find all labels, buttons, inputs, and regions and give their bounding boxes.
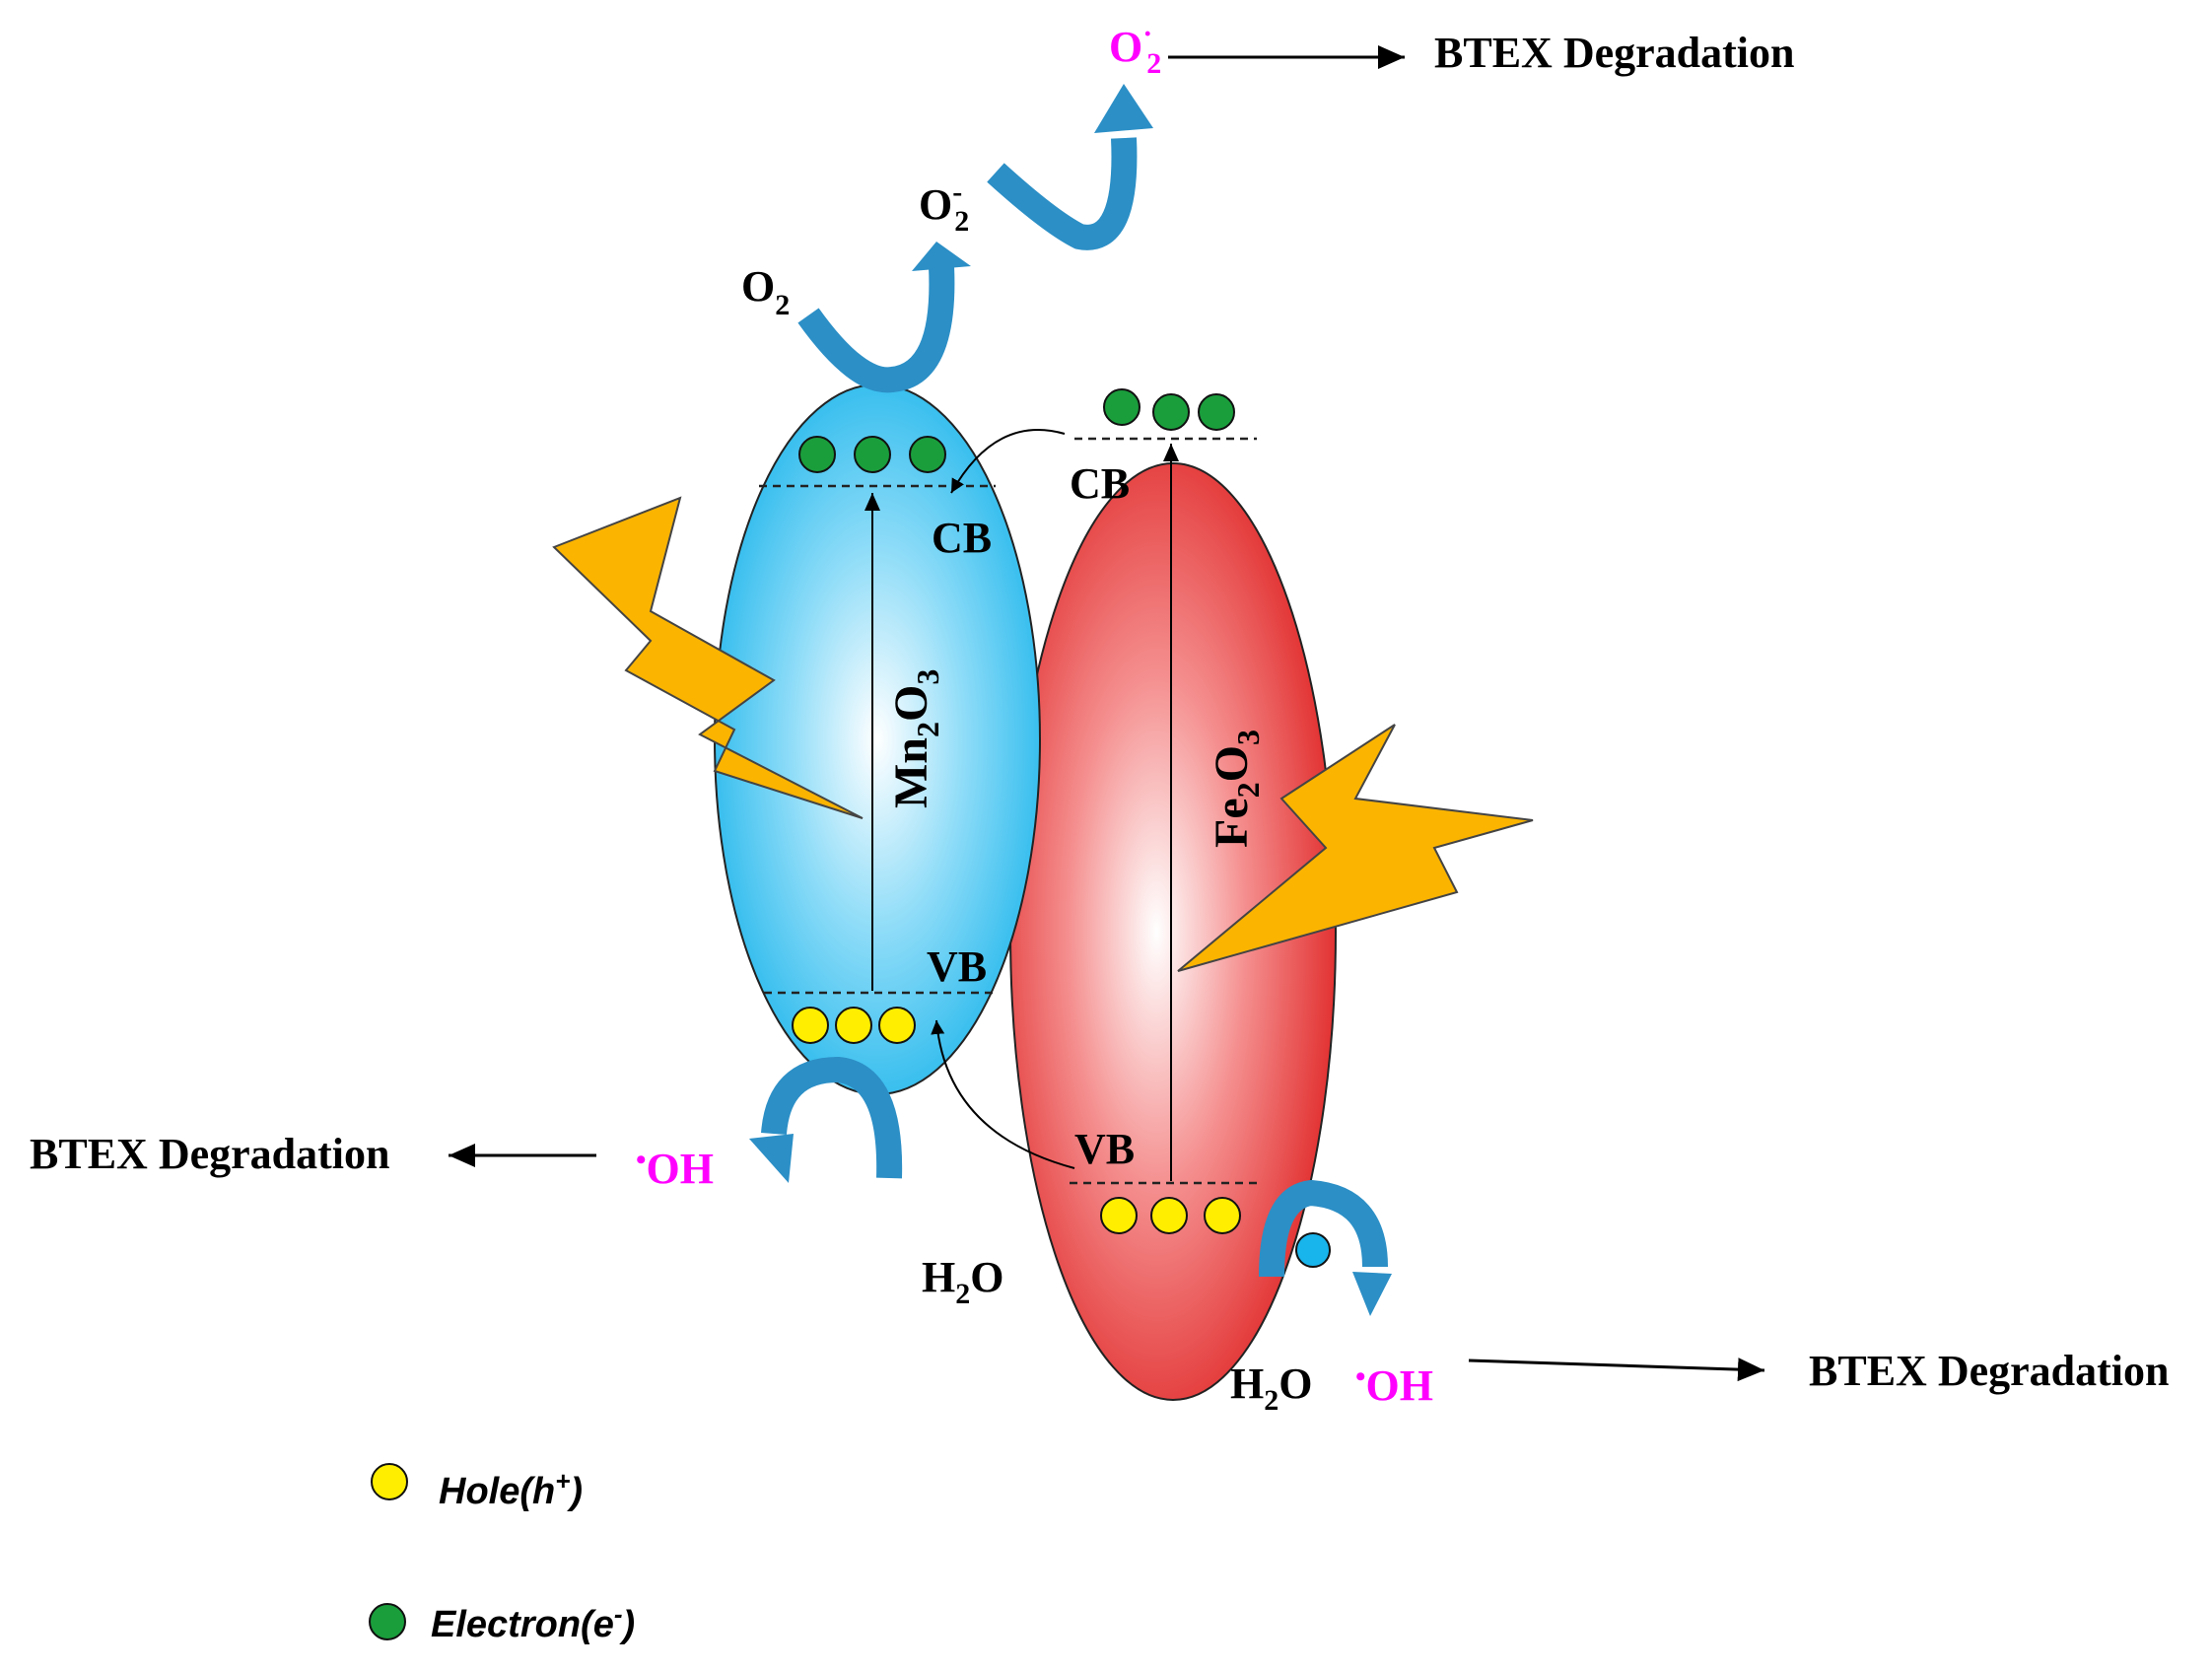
legend-electron-icon <box>369 1603 406 1640</box>
electron-dot <box>1103 388 1141 426</box>
fe-cb-label: CB <box>1070 459 1130 508</box>
o2-label: O2 <box>741 262 790 321</box>
hole-dot <box>835 1007 872 1044</box>
mn2o3-particle <box>714 383 1041 1095</box>
mn-electrons <box>798 436 946 473</box>
h2o-oxidation-arrow-right <box>1259 1179 1392 1316</box>
legend-electron-label: Electron(e-) <box>431 1599 635 1645</box>
hole-transfer-dot <box>1295 1232 1331 1268</box>
h2o-label-bottom: H2O <box>1230 1359 1312 1417</box>
hydroxyl-radical-left: •OH <box>636 1144 714 1193</box>
mn2o3-label: Mn2O3 <box>885 669 945 808</box>
fe-vb-label: VB <box>1074 1125 1135 1173</box>
fe2o3-label: Fe2O3 <box>1206 730 1266 848</box>
superoxide-radical-label: O·2 <box>1109 18 1161 80</box>
legend-hole-icon <box>371 1463 408 1500</box>
o2-reduction-arrow <box>797 242 971 393</box>
superoxide-label: O-2 <box>919 175 969 238</box>
hole-dot <box>792 1007 829 1044</box>
electron-dot <box>909 436 946 473</box>
fe-holes <box>1100 1197 1241 1234</box>
hole-dot <box>878 1007 916 1044</box>
superoxide-arrow <box>987 84 1153 250</box>
electron-dot <box>1198 393 1235 431</box>
hydroxyl-radical-bottom: •OH <box>1355 1360 1433 1410</box>
h2o-oxidation-arrow-left <box>749 1056 903 1183</box>
hole-transfer-arrow <box>931 1019 1075 1169</box>
btex-degradation-bottom: BTEX Degradation <box>1809 1347 2169 1395</box>
mn-cb-label: CB <box>932 514 992 562</box>
electron-transfer-arrow <box>950 429 1066 494</box>
fe-electrons <box>1103 388 1235 431</box>
lightning-icon <box>1177 724 1534 972</box>
legend: Hole(h+) Electron(e-) <box>369 1463 635 1645</box>
hole-dot <box>1150 1197 1188 1234</box>
hole-dot <box>1204 1197 1241 1234</box>
lightning-icon <box>552 496 864 819</box>
mn-vb-label: VB <box>927 942 987 991</box>
legend-hole-label: Hole(h+) <box>439 1466 583 1512</box>
btex-degradation-left: BTEX Degradation <box>30 1130 389 1178</box>
electron-dot <box>1152 393 1190 431</box>
btex-degradation-top: BTEX Degradation <box>1434 29 1794 77</box>
h2o-label-middle: H2O <box>922 1253 1003 1310</box>
electron-dot <box>798 436 836 473</box>
electron-dot <box>854 436 891 473</box>
arrow-to-btex-bottom <box>1468 1358 1765 1382</box>
mn-holes <box>792 1007 916 1044</box>
hole-dot <box>1100 1197 1138 1234</box>
